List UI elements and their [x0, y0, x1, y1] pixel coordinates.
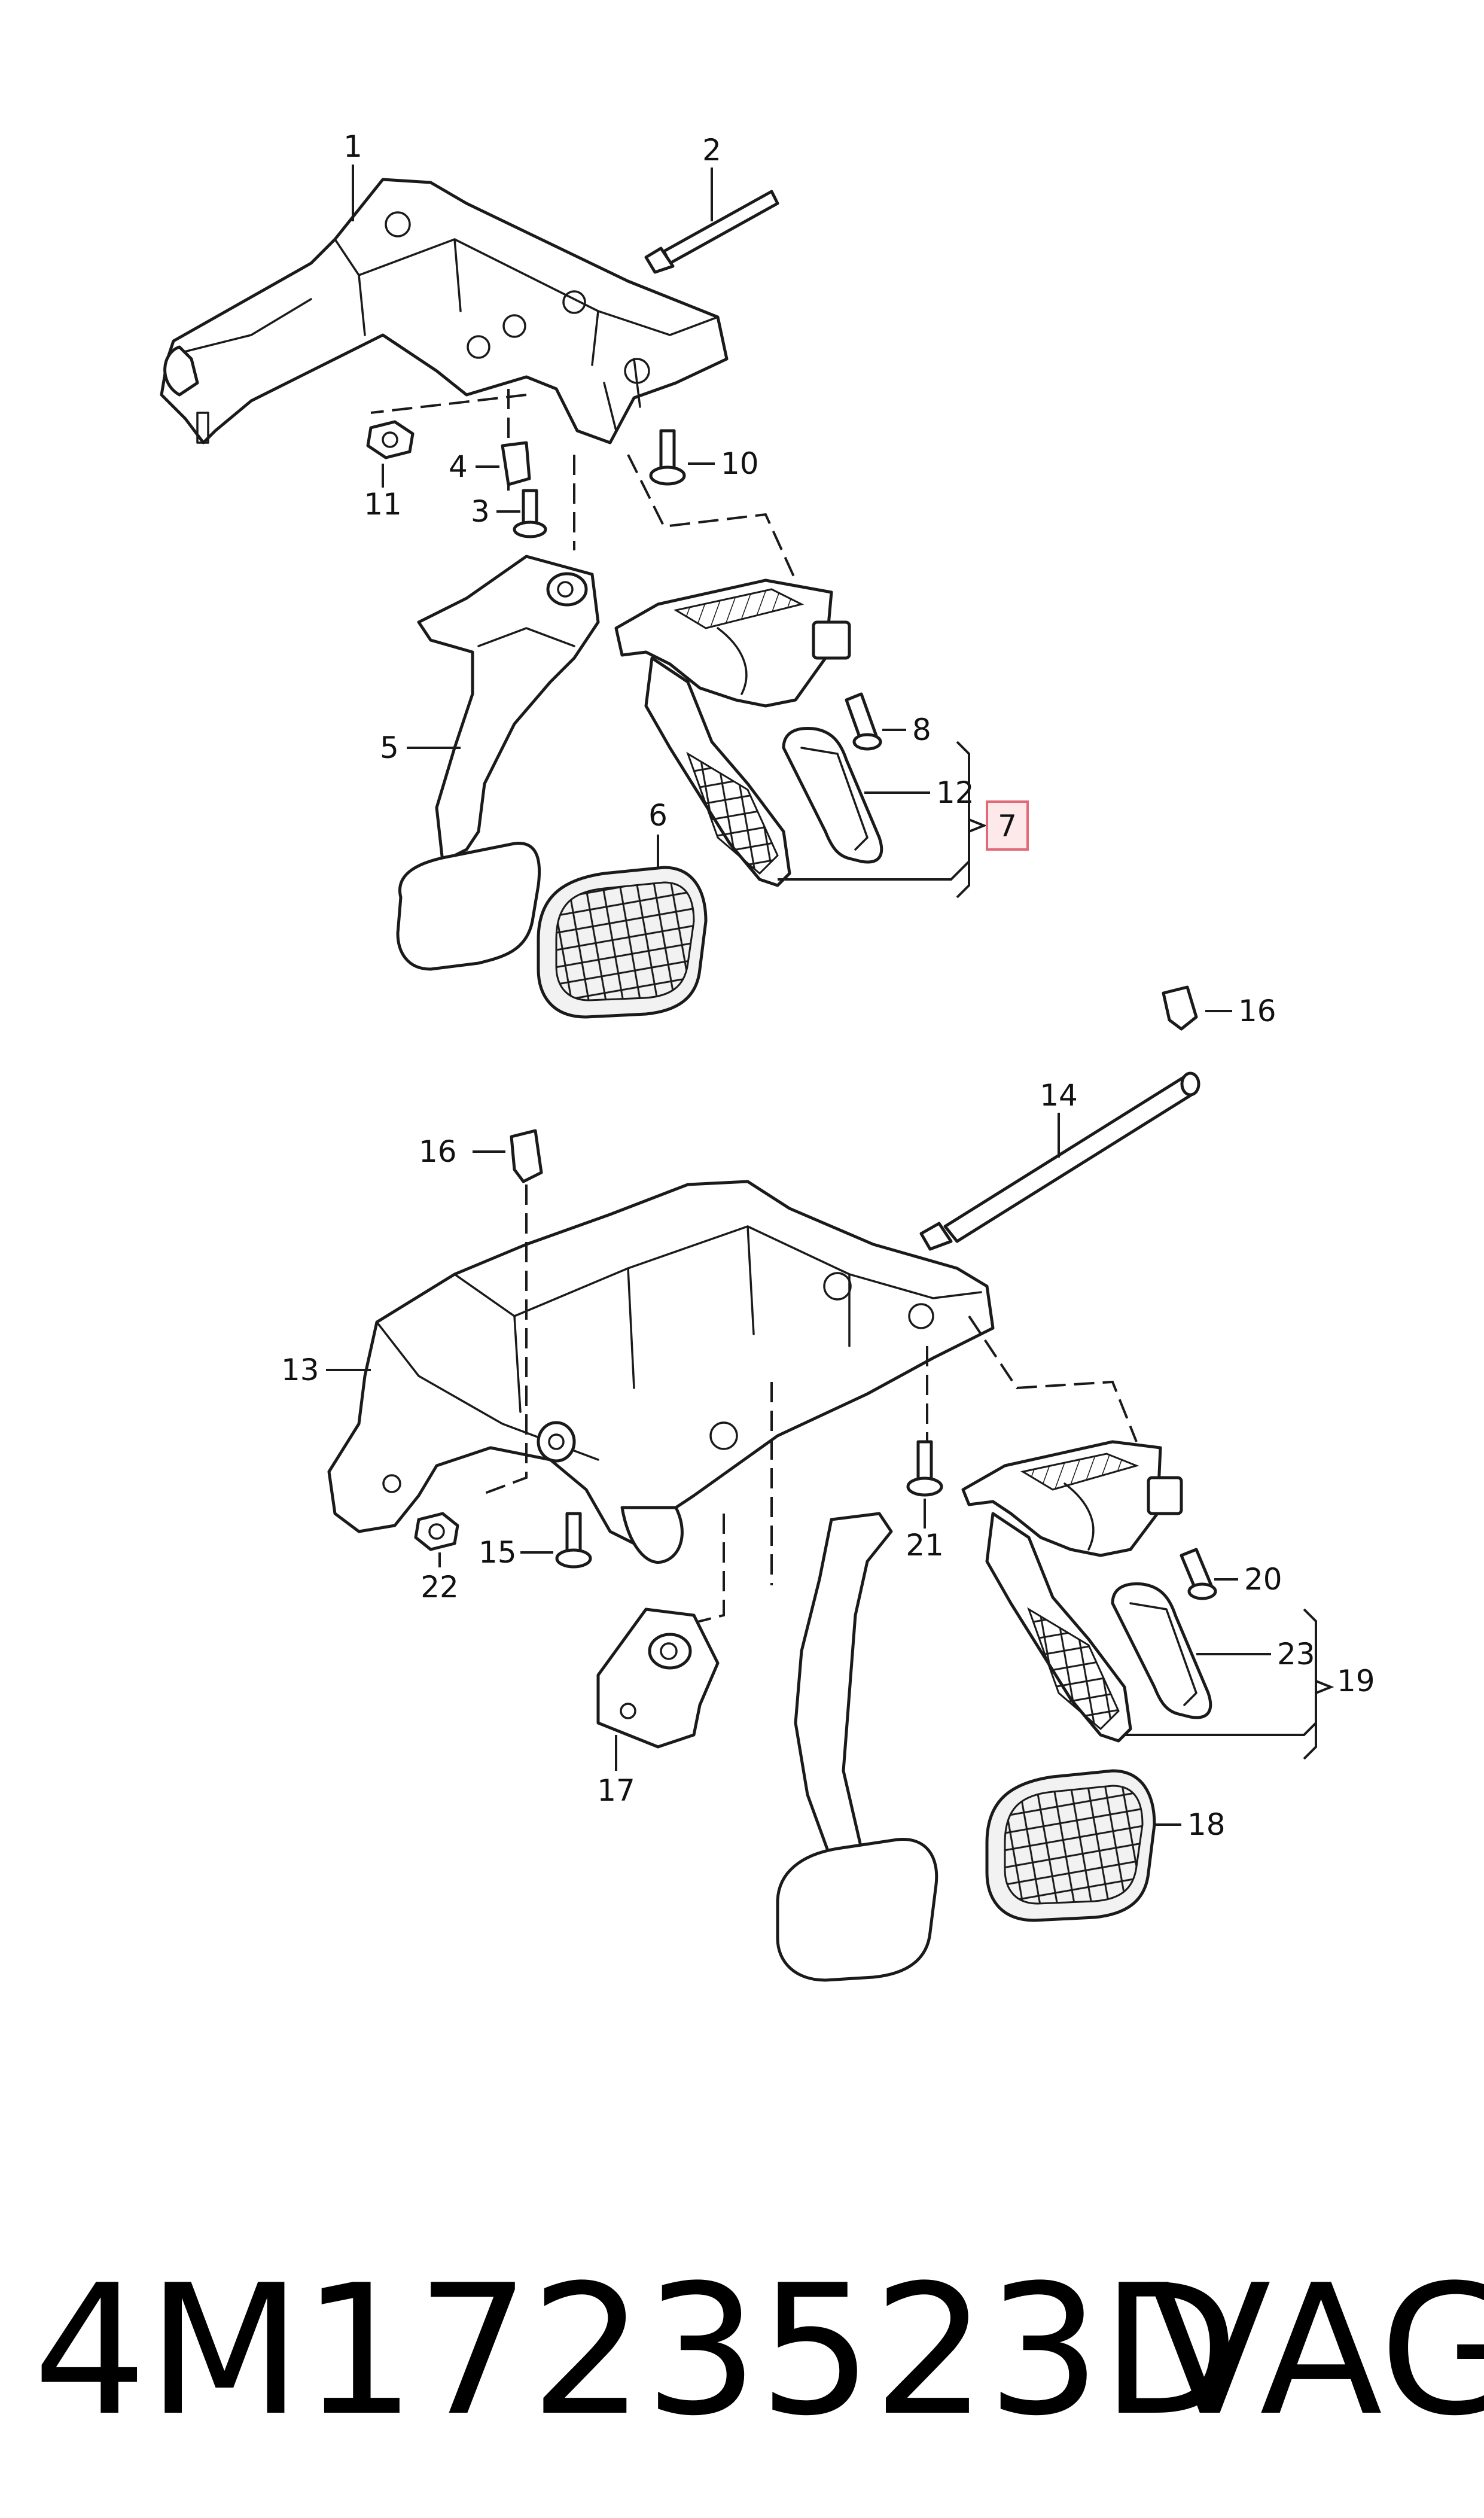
brake-pedal-part-5: 5 [380, 555, 600, 971]
pedal-rubber-part-12: 12 [782, 726, 974, 864]
clutch-pad-part-18: 18 [985, 1769, 1226, 1922]
svg-text:6: 6 [648, 798, 668, 833]
screw-part-20: 20 [1180, 1548, 1282, 1600]
svg-text:20: 20 [1244, 1562, 1282, 1597]
svg-text:14: 14 [1040, 1078, 1078, 1113]
top-assembly: 1 2 11 4 [160, 129, 1029, 1019]
callout-19: 19 [1337, 1664, 1375, 1698]
pedal-rubber-part-23: 23 [1111, 1582, 1315, 1719]
svg-text:21: 21 [906, 1528, 944, 1563]
svg-text:23: 23 [1277, 1637, 1315, 1671]
svg-text:2: 2 [702, 133, 721, 168]
bolt-part-3: 3 [471, 489, 547, 538]
bottom-assembly: 16 14 16 [281, 985, 1375, 1982]
svg-text:17: 17 [597, 1773, 635, 1808]
svg-text:5: 5 [380, 730, 399, 765]
svg-text:16: 16 [419, 1134, 457, 1169]
clip-part-16-upper: 16 [1162, 985, 1276, 1031]
accelerator-pedal-part-19 [961, 1440, 1183, 1743]
svg-text:10: 10 [721, 446, 759, 481]
svg-text:13: 13 [281, 1353, 319, 1387]
callout-7-highlight: 7 [986, 800, 1029, 851]
bolt-part-10: 10 [649, 429, 759, 486]
svg-text:16: 16 [1238, 994, 1276, 1028]
pedal-box-part-13: 13 [281, 1180, 995, 1564]
part-number: 4M1723523D [33, 2246, 1239, 2455]
pedal-bracket-part-1 [160, 178, 729, 444]
nut-part-22: 22 [414, 1512, 459, 1604]
svg-text:11: 11 [364, 487, 402, 522]
brake-pad-part-6: 6 [537, 798, 708, 1019]
caption-bar: 4M1723523D VAG [0, 2225, 1484, 2477]
nut-part-11: 11 [364, 420, 415, 522]
callout-1: 1 [343, 129, 362, 221]
clip-part-4: 4 [449, 441, 531, 486]
brand-label: VAG [1148, 2246, 1484, 2455]
bolt-part-21: 21 [906, 1440, 944, 1563]
svg-text:7: 7 [998, 809, 1017, 844]
exploded-parts-diagram: 1 2 11 4 [160, 129, 1375, 1982]
clutch-pedal [776, 1512, 938, 1982]
svg-text:18: 18 [1187, 1807, 1226, 1842]
svg-text:3: 3 [471, 494, 490, 529]
svg-text:15: 15 [479, 1535, 517, 1570]
shaft-part-2: 2 [644, 133, 779, 274]
shaft-part-14: 14 [919, 1071, 1200, 1251]
svg-text:22: 22 [420, 1570, 459, 1604]
svg-text:1: 1 [343, 129, 362, 164]
svg-text:8: 8 [912, 713, 931, 747]
svg-text:4: 4 [449, 449, 468, 484]
clip-part-16-lower: 16 [419, 1129, 543, 1183]
clutch-bracket-part-17: 17 [596, 1607, 720, 1808]
screw-part-8: 8 [845, 692, 931, 751]
accelerator-pedal-part-7 [614, 578, 851, 887]
bolt-part-15: 15 [479, 1512, 592, 1570]
